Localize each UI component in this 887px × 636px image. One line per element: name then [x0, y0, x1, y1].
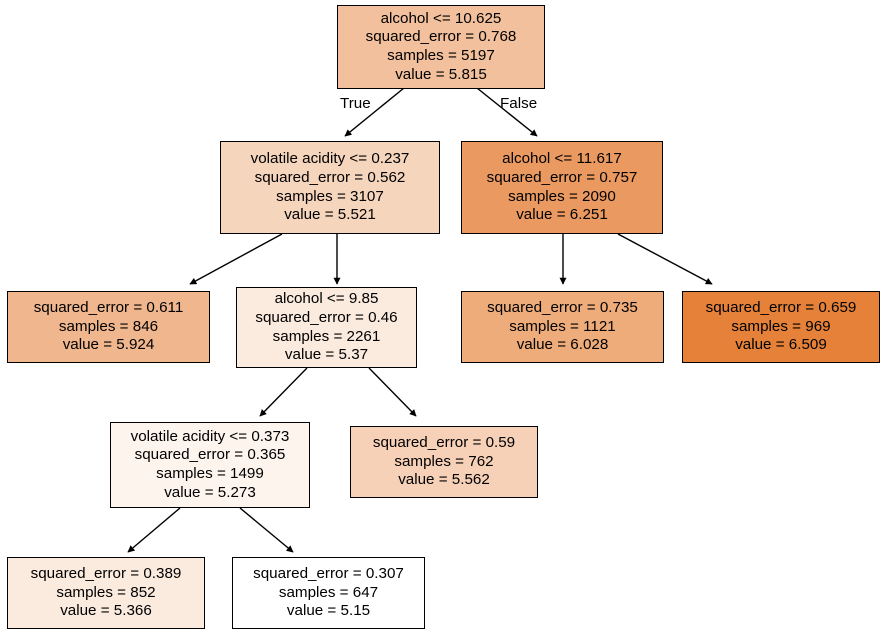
node-samples: samples = 1499 [156, 465, 264, 482]
edge-label-true: True [340, 95, 371, 112]
edge-n7-n10 [239, 507, 294, 553]
node-value: value = 6.251 [516, 206, 608, 224]
edge-n4-n8 [368, 367, 417, 417]
node-samples: samples = 5197 [387, 47, 495, 64]
node-squared-error: squared_error = 0.659 [705, 299, 857, 317]
tree-node-root[interactable]: alcohol <= 10.625 squared_error = 0.768 … [337, 5, 545, 89]
node-samples: samples = 3107 [276, 187, 384, 205]
edge-n1-n3 [189, 233, 283, 285]
node-squared-error: squared_error = 0.389 [30, 565, 182, 583]
node-condition: alcohol <= 10.625 [380, 9, 502, 27]
edge-n4-n7 [259, 367, 308, 417]
node-samples: samples = 969 [731, 317, 831, 335]
tree-node-volatile-acidity-237[interactable]: volatile acidity <= 0.237 squared_error … [220, 141, 440, 234]
node-value: value = 6.509 [735, 336, 827, 354]
node-squared-error: squared_error = 0.59 [372, 434, 516, 452]
node-value: value = 5.562 [398, 471, 490, 489]
tree-leaf-value-5562[interactable]: squared_error = 0.59 samples = 762 value… [350, 426, 538, 498]
tree-leaf-value-6509[interactable]: squared_error = 0.659 samples = 969 valu… [682, 291, 880, 363]
node-value: value = 5.521 [284, 206, 376, 224]
node-condition: alcohol <= 11.617 [502, 150, 622, 168]
node-squared-error: squared_error = 0.757 [486, 168, 638, 186]
node-samples: samples = 2090 [508, 187, 616, 205]
node-value: value = 6.028 [516, 336, 609, 354]
node-value: value = 5.924 [62, 336, 155, 354]
node-squared-error: squared_error = 0.365 [134, 446, 286, 464]
tree-leaf-value-5924[interactable]: squared_error = 0.611 samples = 846 valu… [7, 291, 210, 363]
node-samples: samples = 1121 [509, 317, 616, 335]
node-value: value = 5.37 [284, 346, 369, 364]
node-samples: samples = 762 [394, 452, 494, 470]
node-squared-error: squared_error = 0.46 [255, 308, 398, 326]
node-squared-error: squared_error = 0.307 [253, 565, 404, 583]
node-value: value = 5.15 [286, 602, 371, 620]
tree-leaf-value-515[interactable]: squared_error = 0.307 samples = 647 valu… [232, 557, 425, 629]
node-squared-error: squared_error = 0.735 [487, 299, 638, 317]
node-samples: samples = 2261 [272, 327, 381, 345]
node-squared-error: squared_error = 0.611 [33, 299, 184, 317]
node-value: value = 5.366 [60, 602, 152, 620]
node-condition: volatile acidity <= 0.373 [130, 427, 290, 445]
node-samples: samples = 647 [278, 583, 379, 601]
edge-n2-n6 [617, 233, 713, 285]
node-samples: samples = 846 [58, 317, 159, 335]
node-squared-error: squared_error = 0.768 [365, 28, 517, 46]
edge-label-false: False [500, 95, 538, 112]
edge-n7-n9 [127, 507, 181, 553]
tree-node-volatile-acidity-373[interactable]: volatile acidity <= 0.373 squared_error … [110, 422, 310, 508]
node-value: value = 5.815 [395, 65, 487, 83]
node-condition: alcohol <= 9.85 [274, 290, 379, 308]
tree-leaf-value-6028[interactable]: squared_error = 0.735 samples = 1121 val… [461, 291, 664, 363]
node-value: value = 5.273 [164, 483, 256, 501]
tree-node-alcohol-11617[interactable]: alcohol <= 11.617 squared_error = 0.757 … [461, 141, 663, 234]
node-squared-error: squared_error = 0.562 [254, 168, 406, 186]
tree-node-alcohol-985[interactable]: alcohol <= 9.85 squared_error = 0.46 sam… [236, 287, 417, 368]
node-samples: samples = 852 [56, 583, 156, 601]
node-condition: volatile acidity <= 0.237 [250, 150, 410, 168]
tree-leaf-value-5366[interactable]: squared_error = 0.389 samples = 852 valu… [7, 557, 205, 629]
